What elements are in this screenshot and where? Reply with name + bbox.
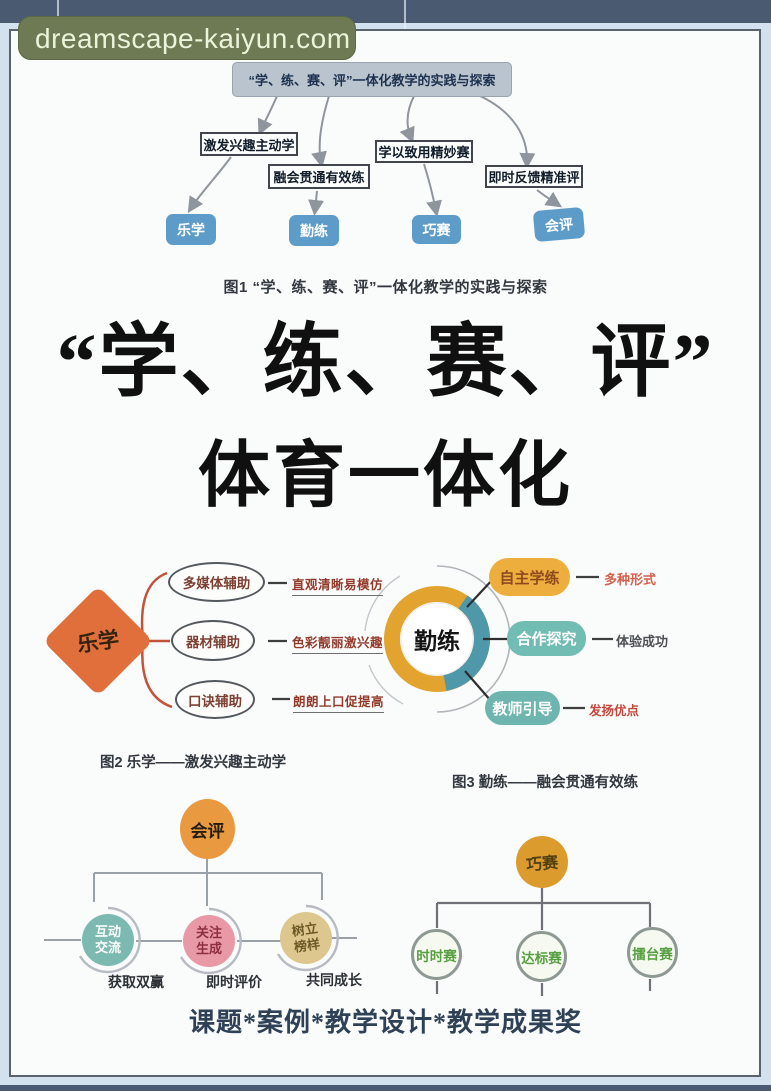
fig1-node-huiping: 会评 xyxy=(532,206,586,243)
headline-line2: 体育一体化 xyxy=(197,436,573,516)
fig2-caption: 图2 乐学——激发兴趣主动学 xyxy=(100,755,287,771)
fig4-circle-3-text: 树立榜样 xyxy=(290,920,321,955)
fig1-title-box: “学、练、赛、评”一体化教学的实践与探索 xyxy=(232,62,512,97)
fig4-root-node: 会评 xyxy=(180,799,235,859)
fig1-node-qinlian: 勤练 xyxy=(289,215,339,246)
fig1-node-lexue: 乐学 xyxy=(166,214,216,245)
fig5-circle-arena-race: 擂台赛 xyxy=(627,927,678,978)
fig2-note-3: 朗朗上口促提高 xyxy=(293,691,385,713)
fig3-note-2: 体验成功 xyxy=(616,634,669,649)
fig2-item-multimedia: 多媒体辅助 xyxy=(168,562,265,602)
fig4-circle-generation: 关注生成 xyxy=(183,915,235,967)
fig4-label-3: 共同成长 xyxy=(306,972,362,988)
fig4-circle-2-text: 关注生成 xyxy=(195,925,222,956)
fig3-center-label: 勤练 xyxy=(414,628,460,654)
top-strip-divider-left xyxy=(57,0,59,29)
fig1-arrows xyxy=(187,94,562,217)
fig3-note-1: 多种形式 xyxy=(604,572,657,587)
fig4-circle-interaction: 互动交流 xyxy=(82,914,134,966)
fig5-circle-timed-race: 时时赛 xyxy=(411,929,462,980)
fig3-item-self-practice: 自主学练 xyxy=(489,558,570,596)
fig1-branch-label-practice: 融会贯通有效练 xyxy=(268,164,370,189)
fig5-tree-lines xyxy=(435,888,652,996)
fig4-circle-1-text: 互动交流 xyxy=(94,924,121,955)
top-strip-divider-right xyxy=(404,0,406,29)
fig4-label-1: 获取双赢 xyxy=(108,974,164,990)
bottom-strip xyxy=(0,1085,771,1091)
footer-awards-line: 课题*案例*教学设计*教学成果奖 xyxy=(188,1008,582,1037)
fig5-circle-standard-race: 达标赛 xyxy=(516,931,567,982)
fig2-note-2: 色彩靓丽激兴趣 xyxy=(292,632,384,654)
fig1-branch-label-compete: 学以致用精妙赛 xyxy=(375,140,473,163)
fig4-tree-lines xyxy=(44,858,357,975)
fig2-item-mnemonic: 口诀辅助 xyxy=(175,680,255,719)
fig2-center-label: 乐学 xyxy=(75,628,121,657)
fig1-caption: 图1 “学、练、赛、评”一体化教学的实践与探索 xyxy=(223,279,548,296)
fig3-item-cooperative-inquiry: 合作探究 xyxy=(507,621,586,656)
fig1-branch-label-evaluate: 即时反馈精准评 xyxy=(485,165,583,188)
fig1-branch-label-learn: 激发兴趣主动学 xyxy=(200,132,298,156)
fig3-caption: 图3 勤练——融会贯通有效练 xyxy=(452,775,639,791)
fig4-label-2: 即时评价 xyxy=(206,974,262,990)
fig3-item-teacher-guidance: 教师引导 xyxy=(485,691,560,725)
fig2-note-1: 直观清晰易模仿 xyxy=(292,574,384,596)
headline-line1: “学、练、赛、评” xyxy=(56,319,715,407)
fig3-note-3: 发扬优点 xyxy=(589,704,640,718)
fig1-node-qiaosai: 巧赛 xyxy=(412,215,461,244)
watermark-banner-link[interactable]: dreamscape-kaiyun.com xyxy=(18,16,356,60)
fig2-item-equipment: 器材辅助 xyxy=(171,620,255,661)
